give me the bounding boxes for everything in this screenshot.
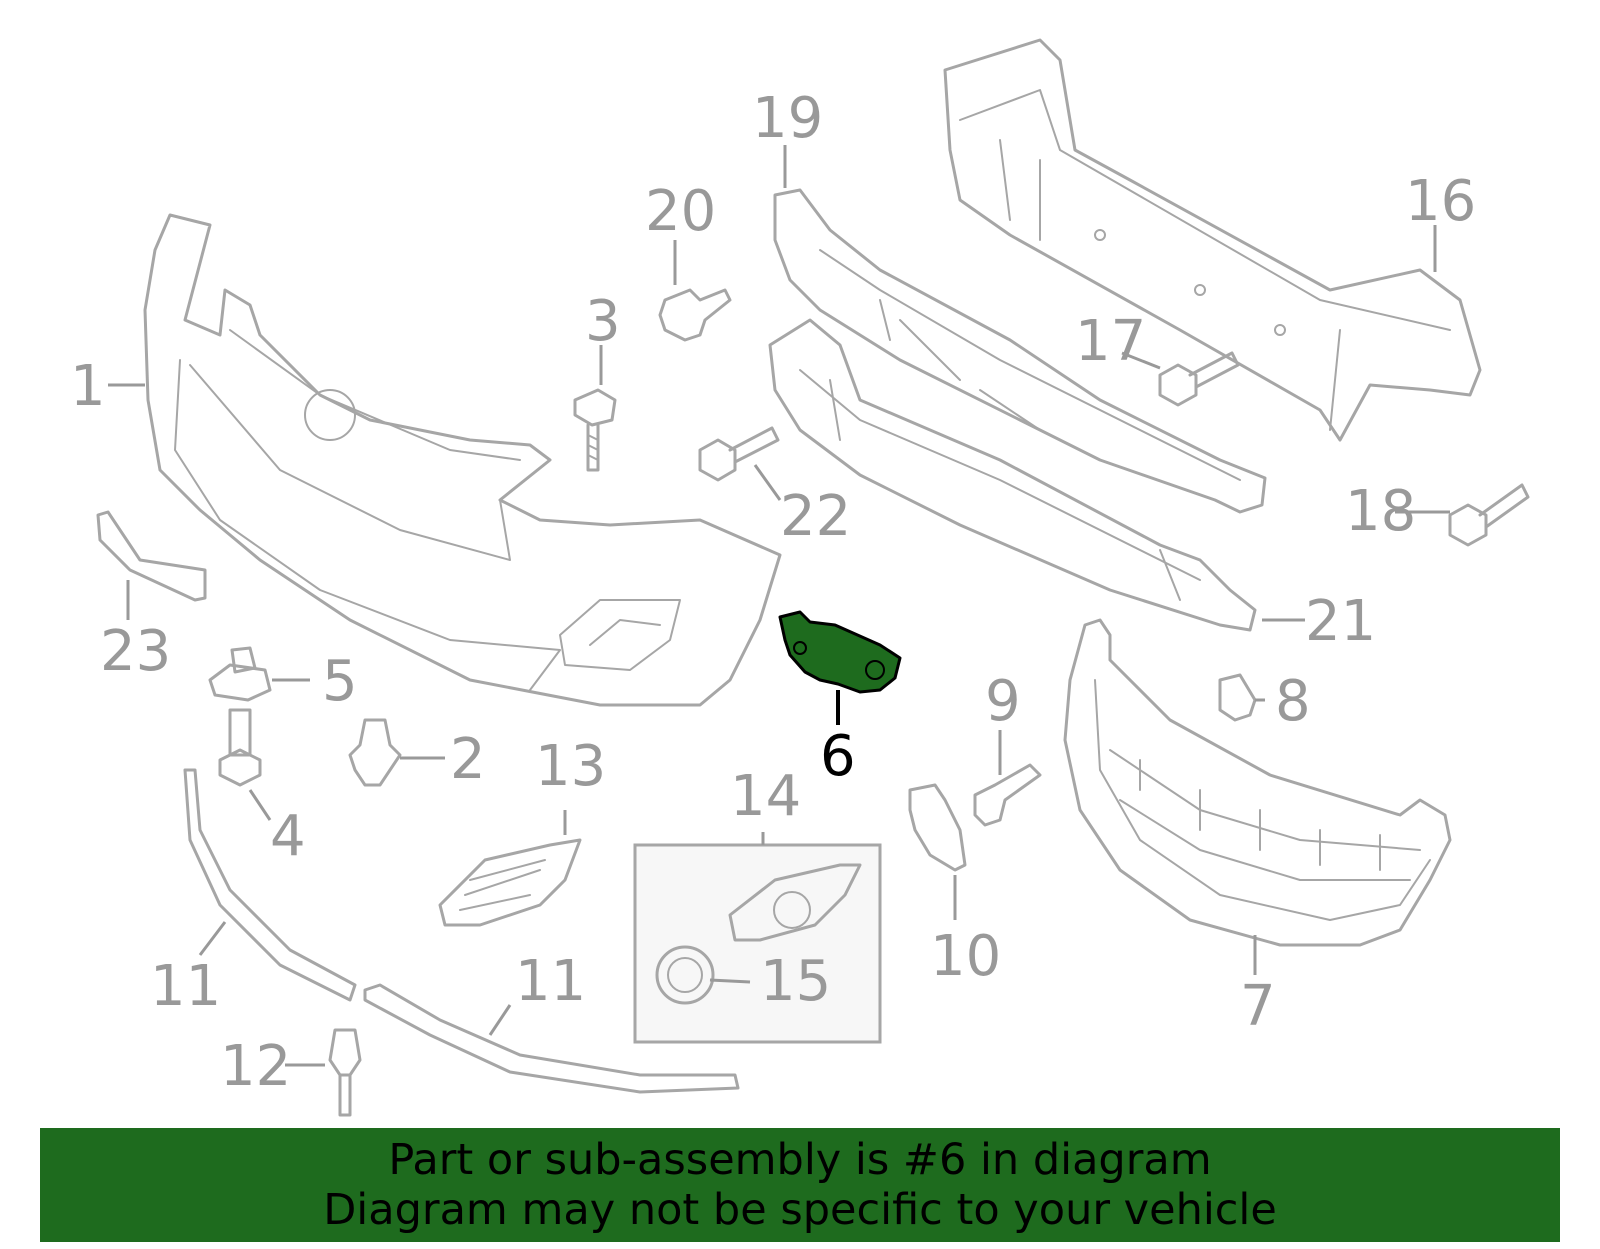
callout-arrows: [108, 145, 1450, 1067]
part-23-trim-strip: [96, 510, 207, 602]
part-1-bumper-cover: [143, 213, 782, 707]
callout-11-upper: 11: [150, 954, 221, 1019]
callout-21: 21: [1305, 589, 1376, 654]
part-19-absorber: [773, 188, 1267, 514]
callout-labels: 1 23 3 20 22 19 16 17 18 21 5 2 4 6 8 9 …: [70, 86, 1476, 1099]
callout-6-highlighted: 6: [820, 724, 856, 789]
part-20-clip: [658, 288, 732, 342]
callout-1: 1: [70, 354, 106, 419]
part-2-clip: [348, 718, 402, 787]
part-21-absorber-lower: [768, 318, 1257, 632]
callout-15: 15: [760, 949, 831, 1014]
part-18-bolt: [1448, 483, 1530, 547]
banner-line-1: Part or sub-assembly is #6 in diagram: [388, 1135, 1212, 1185]
part-7-grille: [1063, 618, 1452, 947]
callout-3: 3: [585, 289, 621, 354]
banner-line-2: Diagram may not be specific to your vehi…: [323, 1185, 1277, 1235]
callout-4: 4: [270, 804, 306, 869]
part-6-bracket-highlighted: [778, 610, 902, 694]
callout-11-lower: 11: [515, 949, 586, 1014]
callout-17: 17: [1075, 309, 1146, 374]
part-16-bumper-reinforcement: [943, 38, 1482, 442]
callout-14: 14: [730, 764, 801, 829]
part-9-connector: [973, 763, 1042, 827]
callout-20: 20: [645, 179, 716, 244]
callout-16: 16: [1405, 169, 1476, 234]
part-11-molding-right: [363, 983, 740, 1094]
part-8-bracket: [1218, 673, 1257, 722]
callout-9: 9: [985, 669, 1021, 734]
callout-19: 19: [752, 86, 823, 151]
callout-2: 2: [450, 727, 486, 792]
part-10-bracket: [908, 783, 967, 872]
callout-8: 8: [1275, 669, 1311, 734]
part-5-nut: [208, 646, 272, 702]
callout-22: 22: [780, 484, 851, 549]
callout-10: 10: [930, 924, 1001, 989]
callout-23: 23: [100, 619, 171, 684]
callout-12: 12: [220, 1034, 291, 1099]
part-11-molding-left: [183, 768, 357, 1002]
callout-18: 18: [1345, 479, 1416, 544]
part-12-pin: [328, 1028, 362, 1117]
part-14-fog-lamp-kit: [633, 843, 882, 1044]
part-4-bolt: [218, 708, 262, 787]
part-13-fog-bezel: [438, 838, 582, 927]
callout-5: 5: [322, 649, 358, 714]
callout-13: 13: [535, 734, 606, 799]
part-22-bolt: [698, 426, 780, 482]
part-17-bolt: [1158, 351, 1240, 407]
part-3-bolt: [573, 388, 617, 472]
info-banner: Part or sub-assembly is #6 in diagram Di…: [40, 1128, 1560, 1242]
callout-7: 7: [1240, 974, 1276, 1039]
